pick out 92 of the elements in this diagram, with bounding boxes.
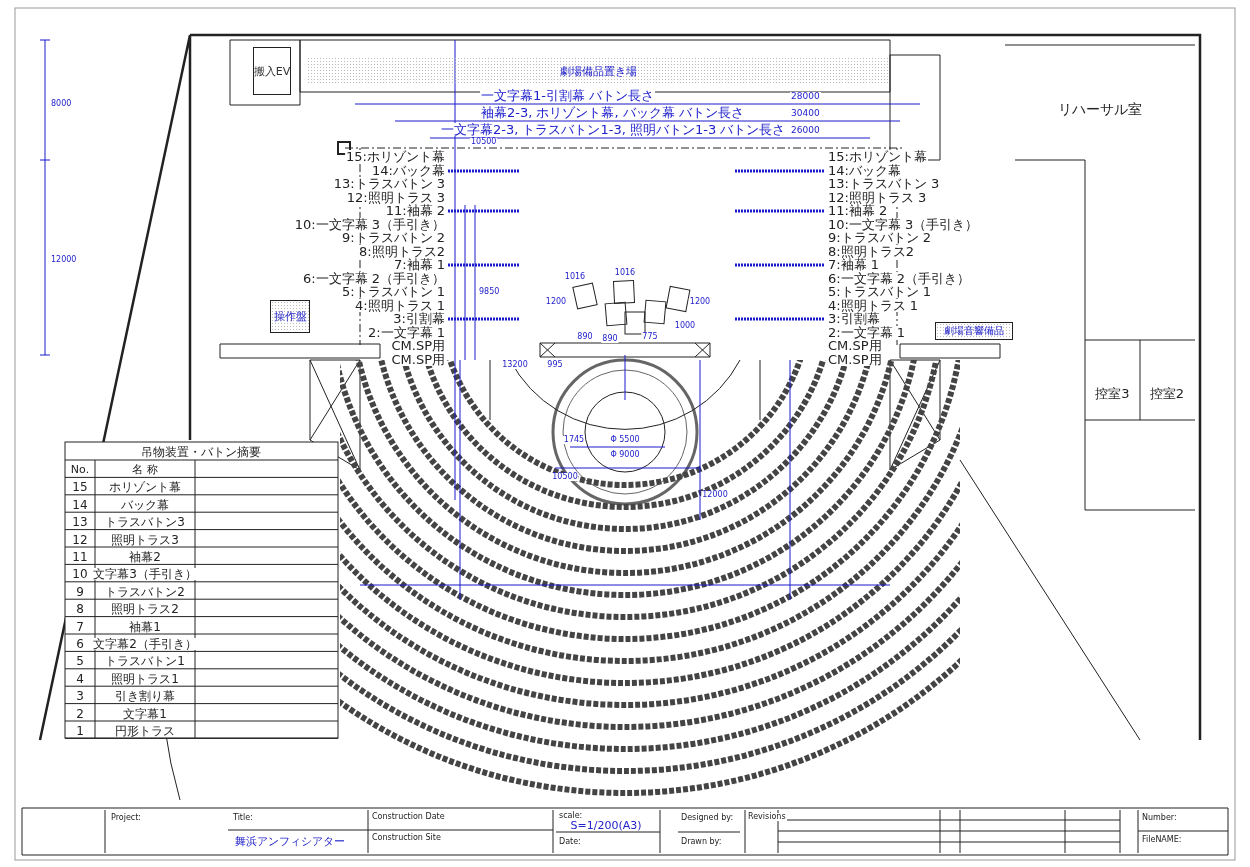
dimension-text: 8000 xyxy=(50,100,73,108)
elevator-box: 搬入EV xyxy=(253,47,291,95)
batten-label: 12:照明トラス 3 xyxy=(827,190,928,204)
row-number: 4 xyxy=(75,672,85,685)
control-panel-area: 操作盤 xyxy=(270,300,310,333)
field-label: Construction Site xyxy=(371,834,442,842)
dimension-text: Φ 9000 xyxy=(609,451,641,459)
dimension-text: 30400 xyxy=(790,109,821,118)
dimension-text: 1000 xyxy=(673,322,697,330)
batten-label: CM.SP用 xyxy=(390,339,446,352)
dimension-text: 995 xyxy=(546,361,564,369)
dimension-text: 9850 xyxy=(478,288,501,296)
dimension-text: 10500 xyxy=(470,138,498,146)
field-label: Project: xyxy=(110,814,143,822)
field-label: Designed by: xyxy=(680,814,735,822)
batten-label: 14:バック幕 xyxy=(827,163,902,177)
batten-label: 15:ホリゾント幕 xyxy=(827,150,928,163)
dimension-text: 12000 xyxy=(50,256,78,264)
dimension-text: 1016 xyxy=(613,269,637,277)
row-number: 5 xyxy=(75,655,85,668)
batten-label: 7:袖幕 1 xyxy=(392,258,446,271)
scale-value: S=1/200(A3) xyxy=(569,820,643,831)
storage-area: 劇場備品置き場 xyxy=(307,57,890,85)
column-header: 名 称 xyxy=(131,464,159,475)
batten-label: 4:照明トラス 1 xyxy=(827,298,920,312)
batten-label: 5:トラスバトン 1 xyxy=(827,285,933,298)
dimension-text: 1200 xyxy=(544,298,568,306)
dimension-text: 890 xyxy=(601,335,619,343)
item-name: ホリゾント幕 xyxy=(108,481,182,494)
batten-label: 11:袖幕 2 xyxy=(827,204,889,217)
field-label: Number: xyxy=(1141,814,1178,822)
row-number: 7 xyxy=(75,620,85,633)
row-number: 13 xyxy=(71,516,89,529)
drawing-title: 舞浜アンフィシアター xyxy=(234,836,346,847)
field-label: Revisions xyxy=(747,813,787,821)
batten-label: 14:バック幕 xyxy=(371,163,446,177)
batten-label: 5:トラスバトン 1 xyxy=(340,285,446,298)
batten-label: 11:袖幕 2 xyxy=(384,204,446,217)
row-number: 9 xyxy=(75,585,85,598)
dimension-text: 12000 xyxy=(701,491,729,499)
field-label: FileNAME: xyxy=(1141,836,1183,844)
dimension-text: 13200 xyxy=(501,361,529,369)
dimension-note: 袖幕2-3, ホリゾント幕, バック幕 バトン長さ xyxy=(480,106,745,119)
batten-label: 4:照明トラス 1 xyxy=(353,298,446,312)
item-name: 引き割り幕 xyxy=(114,690,176,703)
batten-label: 3:引割幕 xyxy=(827,312,881,325)
batten-label: 13:トラスバトン 3 xyxy=(332,177,446,190)
row-number: 1 xyxy=(75,725,85,737)
field-label: Drawn by: xyxy=(680,838,723,846)
item-name: 袖幕2 xyxy=(128,551,162,563)
dimension-text: 775 xyxy=(641,333,659,341)
table-title: 吊物装置・バトン摘要 xyxy=(140,446,262,458)
dimension-text: 1016 xyxy=(563,273,587,281)
batten-label: 3:引割幕 xyxy=(392,312,446,325)
field-label: scale: xyxy=(558,812,584,820)
row-number: 2 xyxy=(75,707,85,720)
column-header: No. xyxy=(69,464,91,475)
batten-label: 2:一文字幕 1 xyxy=(827,325,907,339)
batten-label: 12:照明トラス 3 xyxy=(345,190,446,204)
room-label: リハーサル室 xyxy=(1005,90,1195,130)
dimension-text: 890 xyxy=(576,333,594,341)
field-label: Title: xyxy=(232,814,254,822)
batten-label: 7:袖幕 1 xyxy=(827,258,881,271)
dimension-text: 1745 xyxy=(562,436,586,444)
item-name: 文字幕2（手引き） xyxy=(92,638,198,650)
item-name: 文字幕3（手引き） xyxy=(92,568,198,581)
batten-label: CM.SP用 xyxy=(390,352,446,366)
row-number: 11 xyxy=(71,551,89,563)
sound-equipment-area: 劇場音響備品 xyxy=(935,322,1013,340)
dimension-text: 10500 xyxy=(551,473,579,481)
batten-label: 9:トラスバトン 2 xyxy=(340,231,446,244)
field-label: Construction Date xyxy=(371,813,446,821)
batten-label: CM.SP用 xyxy=(827,352,883,366)
batten-label: 8:照明トラス2 xyxy=(358,244,446,258)
batten-label: 8:照明トラス2 xyxy=(827,244,915,258)
item-name: 照明トラス2 xyxy=(110,603,180,616)
dimension-note: 一文字幕1-引割幕 バトン長さ xyxy=(480,89,656,102)
row-number: 8 xyxy=(75,603,85,616)
row-number: 3 xyxy=(75,690,85,703)
batten-label: 2:一文字幕 1 xyxy=(366,325,446,339)
dimension-text: 1200 xyxy=(688,298,712,306)
row-number: 10 xyxy=(71,568,89,581)
item-name: 円形トラス xyxy=(114,725,176,737)
row-number: 6 xyxy=(75,638,85,650)
dimension-text: 26000 xyxy=(790,126,821,135)
batten-label: 15:ホリゾント幕 xyxy=(345,150,446,163)
field-label: Date: xyxy=(558,838,582,846)
batten-label: 9:トラスバトン 2 xyxy=(827,231,933,244)
dimension-text: Φ 5500 xyxy=(609,436,641,444)
batten-label: 13:トラスバトン 3 xyxy=(827,177,941,190)
row-number: 15 xyxy=(71,481,89,494)
batten-label: CM.SP用 xyxy=(827,339,883,352)
